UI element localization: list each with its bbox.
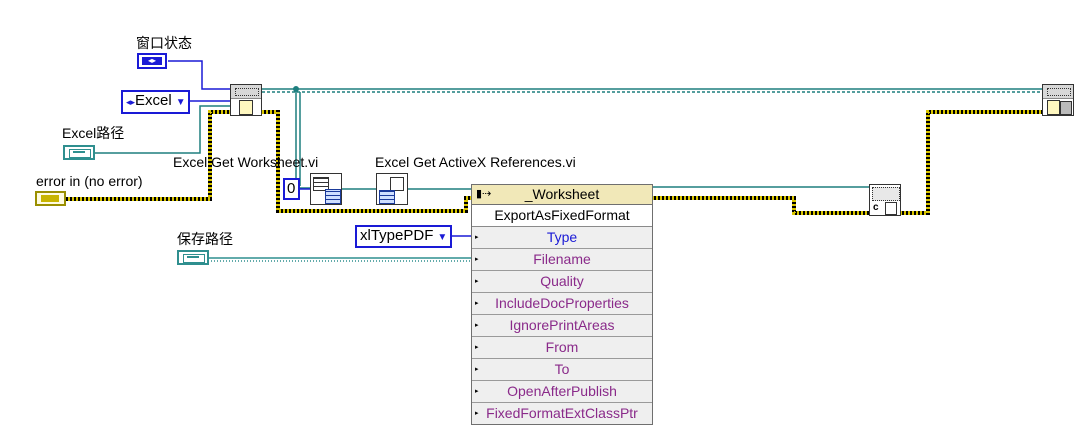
invoke-param-name: FixedFormatExtClassPtr [486, 405, 638, 421]
enum-icon [142, 57, 162, 65]
dropdown-arrow-icon: ▼ [175, 97, 186, 108]
invoke-param-row[interactable]: ▸ IncludeDocProperties [472, 293, 652, 315]
excel-enum-constant[interactable]: ◂▸Excel▼ [121, 90, 190, 114]
error-cluster-icon [41, 195, 59, 202]
document-icon [885, 202, 897, 215]
window-state-label: 窗口状态 [136, 35, 192, 51]
invoke-param-row[interactable]: ▸ FixedFormatExtClassPtr [472, 403, 652, 424]
get-activex-subvi[interactable] [376, 173, 408, 205]
invoke-param-row[interactable]: ▸ To [472, 359, 652, 381]
input-arrow-icon: ▸ [475, 366, 479, 373]
excel-enum-value: Excel [135, 92, 172, 109]
invoke-param-row[interactable]: ▸ Quality [472, 271, 652, 293]
spreadsheet-icon [1043, 85, 1073, 99]
get-worksheet-subvi[interactable] [310, 173, 342, 205]
input-arrow-icon: ▸ [475, 388, 479, 395]
invoke-node-header: ▮⇢ _Worksheet [472, 185, 652, 205]
input-arrow-icon: ▸ [475, 344, 479, 351]
increment-arrows-icon: ◂▸ [126, 97, 136, 107]
open-excel-subvi[interactable] [230, 84, 262, 116]
enum-wires [168, 60, 473, 237]
error-wire-out [652, 196, 871, 215]
input-arrow-icon: ▸ [475, 322, 479, 329]
close-excel-subvi[interactable] [1042, 84, 1074, 116]
invoke-param-row[interactable]: ▸ From [472, 337, 652, 359]
input-arrow-icon: ▸ [475, 278, 479, 285]
xltype-enum-value: xlTypePDF [360, 227, 434, 244]
input-arrow-icon: ▸ [475, 234, 479, 241]
worksheet-icon [325, 189, 341, 204]
window-state-terminal[interactable]: ◂▸ [137, 53, 167, 69]
input-arrow-icon: ▸ [475, 300, 479, 307]
save-path-terminal[interactable] [177, 250, 209, 265]
error-in-terminal[interactable] [35, 191, 66, 206]
invoke-param-row[interactable]: ▸ Type [472, 227, 652, 249]
invoke-node[interactable]: ▮⇢ _Worksheet ExportAsFixedFormat ▸Type▸… [471, 184, 653, 425]
spreadsheet-icon [231, 85, 261, 99]
wire-junction [293, 86, 299, 92]
document-icon [239, 100, 253, 115]
reference-io-icon: ▮⇢ [476, 188, 492, 200]
release-reference-subvi[interactable]: c [869, 184, 901, 216]
refnum-wires [95, 88, 1046, 190]
reference-doc-icon [390, 177, 404, 191]
input-arrow-icon: ▸ [475, 256, 479, 263]
arrows-icon: ◂▸ [147, 56, 157, 65]
invoke-param-name: Type [546, 229, 578, 245]
invoke-param-name: Filename [533, 251, 591, 267]
refnum-wire-down-1 [295, 89, 310, 189]
excel-path-terminal[interactable] [63, 145, 95, 160]
xltype-enum-constant[interactable]: xlTypePDF▼ [355, 225, 452, 248]
dropdown-arrow-icon: ▼ [437, 232, 448, 243]
invoke-node-class: _Worksheet [524, 186, 600, 202]
worksheet-icon [379, 190, 395, 204]
save-path-label: 保存路径 [177, 231, 233, 247]
error-wires [64, 110, 1046, 215]
invoke-param-name: To [554, 361, 570, 377]
path-icon [69, 149, 91, 158]
error-in-label: error in (no error) [36, 173, 143, 189]
get-worksheet-vi-label: Excel Get Worksheet.vi [173, 154, 319, 170]
invoke-param-name: Quality [540, 273, 584, 289]
input-arrow-icon: ▸ [475, 410, 479, 417]
invoke-param-row[interactable]: ▸ Filename [472, 249, 652, 271]
get-activex-vi-label: Excel Get ActiveX References.vi [375, 154, 576, 170]
document-icon [1047, 100, 1060, 115]
invoke-node-method: ExportAsFixedFormat [472, 205, 652, 227]
trash-icon [1060, 101, 1072, 115]
excel-path-wire [95, 105, 232, 154]
error-wire-close [900, 110, 1046, 215]
grid-icon [313, 177, 329, 191]
sheet-index-value: 0 [287, 180, 296, 197]
path-wires [208, 257, 473, 262]
spreadsheet-icon [872, 187, 900, 201]
invoke-param-name: From [545, 339, 579, 355]
invoke-param-name: IgnorePrintAreas [509, 317, 615, 333]
sheet-index-constant[interactable]: 0 [283, 178, 300, 200]
invoke-param-name: IncludeDocProperties [495, 295, 629, 311]
close-ref-icon: c [873, 202, 879, 213]
invoke-param-name: OpenAfterPublish [507, 383, 617, 399]
invoke-param-row[interactable]: ▸ IgnorePrintAreas [472, 315, 652, 337]
window-state-wire [168, 60, 232, 90]
path-icon [183, 254, 205, 263]
invoke-param-row[interactable]: ▸ OpenAfterPublish [472, 381, 652, 403]
excel-path-label: Excel路径 [62, 125, 125, 141]
